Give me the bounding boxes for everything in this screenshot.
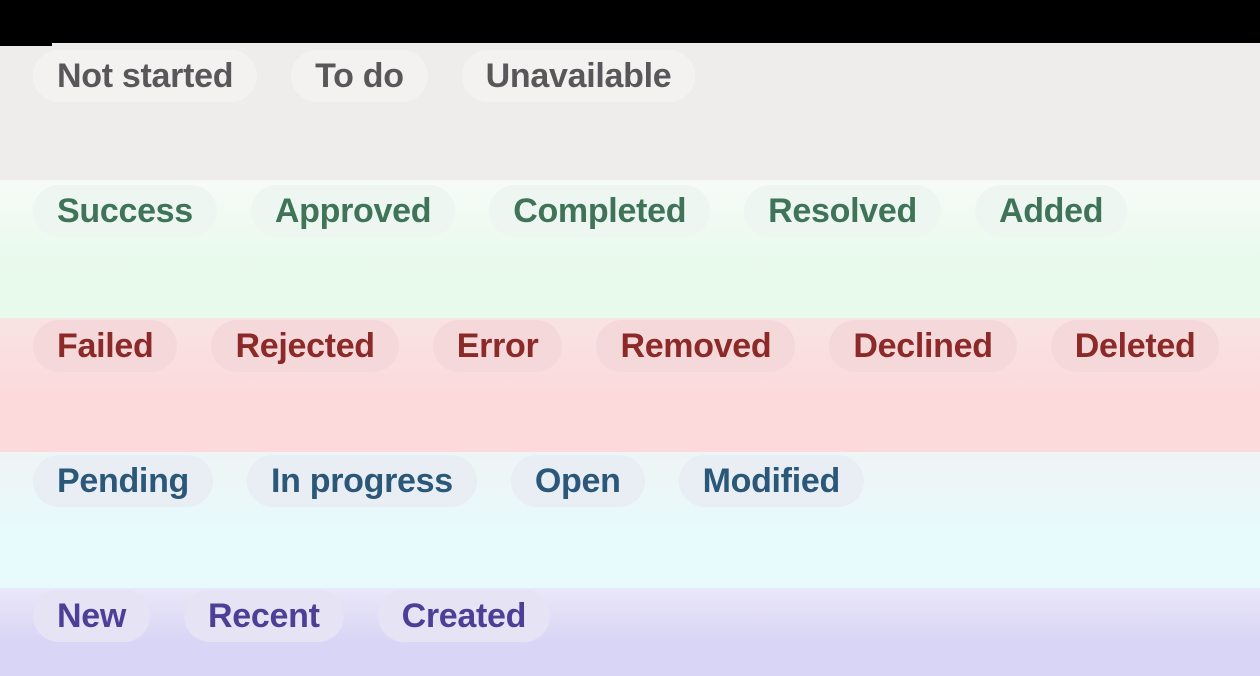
badge-row-new: New Recent Created: [33, 590, 1260, 642]
status-badge-created: Created: [377, 590, 551, 642]
badge-row-info: Pending In progress Open Modified: [33, 455, 1260, 507]
status-badge-modified: Modified: [678, 455, 864, 507]
status-badge-resolved: Resolved: [744, 185, 941, 237]
status-badge-removed: Removed: [596, 320, 796, 372]
window-top-bar: [0, 0, 1260, 46]
status-badge-not-started: Not started: [33, 50, 258, 102]
status-badge-added: Added: [974, 185, 1128, 237]
status-group-info: Pending In progress Open Modified: [0, 452, 1260, 588]
badge-row-success: Success Approved Completed Resolved Added: [33, 185, 1260, 237]
badge-row-danger: Failed Rejected Error Removed Declined Delete…: [33, 320, 1260, 372]
status-badge-deleted: Deleted: [1050, 320, 1220, 372]
status-badge-completed: Completed: [489, 185, 711, 237]
status-group-new: New Recent Created: [0, 588, 1260, 676]
status-badge-to-do: To do: [291, 50, 428, 102]
status-badge-rejected: Rejected: [211, 320, 399, 372]
status-badge-new: New: [33, 590, 151, 642]
status-badge-error: Error: [432, 320, 563, 372]
status-badge-showcase: Not started To do Unavailable Success Appro…: [0, 43, 1260, 676]
status-group-danger: Failed Rejected Error Removed Declined Delete…: [0, 318, 1260, 452]
status-badge-declined: Declined: [829, 320, 1017, 372]
status-badge-approved: Approved: [250, 185, 456, 237]
status-badge-open: Open: [510, 455, 645, 507]
status-badge-unavailable: Unavailable: [461, 50, 696, 102]
status-badge-in-progress: In progress: [247, 455, 477, 507]
window-top-bar-tab: [0, 43, 52, 46]
status-badge-success: Success: [33, 185, 217, 237]
status-group-neutral: Not started To do Unavailable: [0, 43, 1260, 180]
status-badge-pending: Pending: [33, 455, 214, 507]
status-group-success: Success Approved Completed Resolved Added: [0, 180, 1260, 318]
status-badge-failed: Failed: [33, 320, 178, 372]
status-badge-recent: Recent: [184, 590, 344, 642]
badge-row-neutral: Not started To do Unavailable: [33, 50, 1260, 102]
